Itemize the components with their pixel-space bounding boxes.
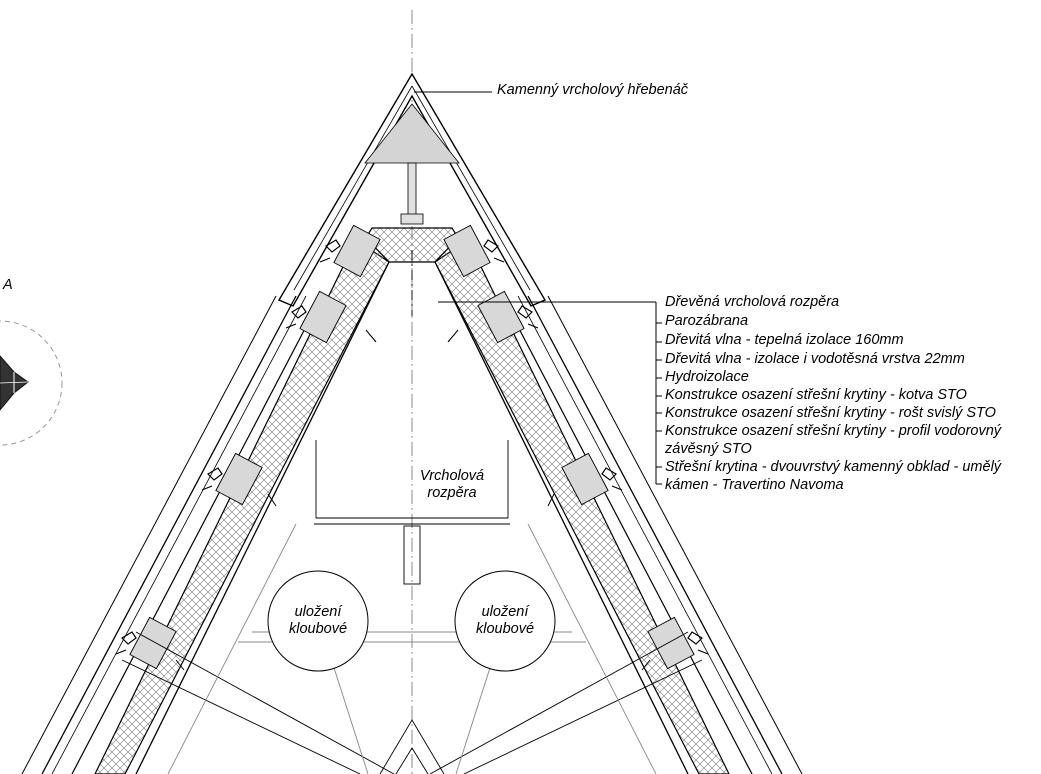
layer-label: Konstrukce osazení střešní krytiny - kot…: [665, 387, 967, 403]
layer-label: Dřevitá vlna - tepelná izolace 160mm: [665, 332, 904, 348]
joint-label-line2: kloubové: [475, 621, 535, 637]
anchors: [175, 329, 651, 671]
spreader-label-line2: rozpěra: [427, 485, 477, 501]
ridge-cap-label: Kamenný vrcholový hřebenáč: [497, 82, 689, 98]
joint-circle-left: [267, 570, 369, 672]
right-brackets: [443, 224, 695, 670]
leader-layers: [438, 301, 662, 485]
layer-label: Parozábrana: [665, 313, 749, 329]
spreader-label-line1: Vrcholová: [419, 468, 485, 484]
layer-label: Hydroizolace: [665, 369, 749, 385]
joint-label-left: uložení kloubové: [268, 604, 368, 638]
joint-label-line1: uložení: [481, 604, 529, 620]
ridge-spreader: [314, 250, 510, 585]
right-bracket-clips: [483, 239, 709, 655]
joint-label-line1: uložení: [294, 604, 342, 620]
layer-label: Dřevěná vrcholová rozpěra: [665, 294, 840, 310]
ridge-cap: [277, 72, 547, 307]
left-brackets: [129, 224, 381, 670]
joint-circle-right: [454, 570, 556, 672]
detail-marker: A: [3, 277, 13, 293]
layer-label: Střešní krytina - dvouvrstvý kamenný obk…: [665, 459, 1002, 475]
joint-label-right: uložení kloubové: [455, 604, 555, 638]
spreader-label: Vrcholová rozpěra: [402, 468, 502, 502]
layer-label: kámen - Travertino Navoma: [665, 477, 844, 493]
joint-label-line2: kloubové: [288, 621, 348, 637]
layer-label: závěsný STO: [665, 441, 752, 457]
layer-label: Konstrukce osazení střešní krytiny - roš…: [665, 405, 996, 421]
layer-label: Dřevitá vlna - izolace i vodotěsná vrstv…: [665, 351, 965, 367]
detail-circle: [0, 320, 63, 446]
left-bracket-clips: [115, 239, 341, 655]
layer-label: Konstrukce osazení střešní krytiny - pro…: [665, 423, 1002, 439]
